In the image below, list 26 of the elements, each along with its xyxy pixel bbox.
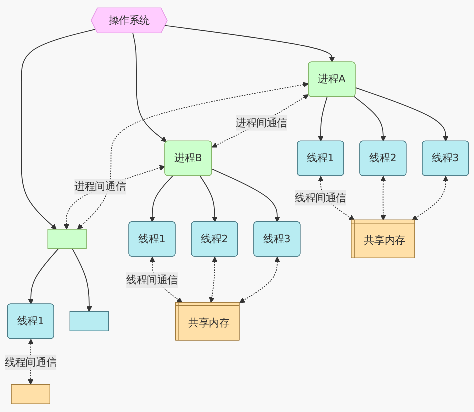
arrow (132, 33, 167, 142)
node-box (48, 229, 87, 250)
edge-label: 进程间通信 (236, 116, 288, 129)
arrow (355, 87, 449, 142)
edge-label: 进程间通信 (74, 180, 126, 193)
edge-label: 线程间通信 (126, 274, 178, 286)
arrow (240, 256, 280, 304)
arrow (318, 96, 328, 142)
arrow (150, 176, 174, 222)
arrow (200, 176, 218, 222)
arrow (77, 82, 309, 230)
node-box (70, 311, 109, 332)
arrow (165, 25, 336, 63)
edge-label: 线程间通信 (295, 192, 346, 204)
arrow (72, 248, 92, 312)
edge-label: 线程间通信 (5, 356, 57, 368)
arrow (64, 165, 166, 230)
arrow (412, 176, 449, 221)
arrow (212, 94, 310, 148)
arrow (28, 248, 60, 305)
arrow (212, 168, 280, 222)
arrow (209, 256, 218, 303)
arrow (354, 96, 386, 142)
arrow (380, 176, 386, 221)
arrow (21, 28, 96, 230)
node-box (11, 384, 50, 404)
